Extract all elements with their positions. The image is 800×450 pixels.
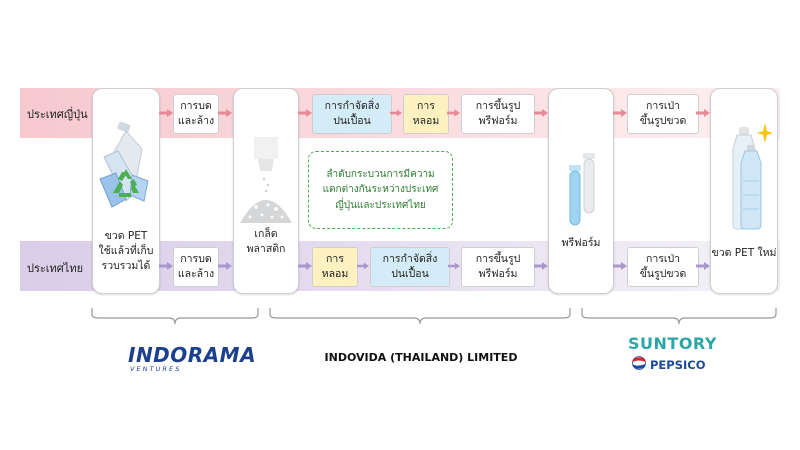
arrow-right-icon (448, 262, 460, 270)
arrow-right-icon (696, 109, 710, 117)
card-preform-label: พรีฟอร์ม (561, 237, 601, 249)
pepsico-logo: PEPSICO (650, 358, 706, 372)
card-preform: พรีฟอร์ม (548, 88, 614, 294)
arrow-right-icon (613, 109, 627, 117)
arrow-right-icon (447, 109, 460, 117)
arrow-right-icon (218, 262, 232, 270)
arrow-right-icon (159, 262, 173, 270)
card-plastic-flakes: เกล็ด พลาสติก (233, 88, 299, 294)
preform-icon (569, 153, 595, 226)
arrow-right-icon (357, 262, 369, 270)
flake-pile-icon (240, 137, 292, 223)
japan-step-blow-molding: การเป่า ขึ้นรูปขวด (627, 94, 699, 134)
japan-step-preform-molding: การขึ้นรูป พรีฟอร์ม (461, 94, 535, 134)
card-used-pet-bottles: ขวด PET ใช้แล้วที่เก็บ รวบรวมได้ (92, 88, 160, 294)
arrow-right-icon (218, 109, 232, 117)
card-new-pet-bottle: ขวด PET ใหม่ (710, 88, 778, 294)
indovida-label: INDOVIDA (THAILAND) LIMITED (324, 351, 518, 364)
japan-step-crush-wash: การบด และล้าง (173, 94, 219, 134)
indorama-logo: INDORAMA (128, 343, 257, 367)
recycle-icon (113, 169, 139, 197)
arrow-right-icon (298, 109, 312, 117)
thailand-step-crush-wash: การบด และล้าง (173, 247, 219, 287)
thailand-step-melt: การ หลอม (312, 247, 358, 287)
japan-step-decontamination: การกำจัดสิ่ง ปนเปื้อน (312, 94, 392, 134)
new-bottle-icon (732, 127, 762, 230)
japan-step-melt: การ หลอม (403, 94, 449, 134)
row-label-japan: ประเทศญี่ปุ่น (27, 108, 88, 121)
difference-note: ลำดับกระบวนการมีความ แตกต่างกันระหว่างปร… (308, 151, 453, 229)
brace-suntory-pepsico (581, 308, 777, 325)
card-plastic-flakes-label: เกล็ด พลาสติก (246, 228, 286, 256)
arrow-right-icon (298, 262, 312, 270)
thailand-step-decontamination: การกำจัดสิ่ง ปนเปื้อน (370, 247, 450, 287)
brace-indovida (269, 308, 571, 325)
indorama-logo-subtitle: V E N T U R E S (130, 365, 180, 373)
arrow-right-icon (159, 109, 173, 117)
thailand-step-preform-molding: การขึ้นรูป พรีฟอร์ม (461, 247, 535, 287)
arrow-right-icon (696, 262, 710, 270)
pepsi-globe-icon (632, 356, 646, 370)
brace-indorama (91, 308, 259, 325)
card-new-pet-bottle-label: ขวด PET ใหม่ (711, 247, 777, 259)
arrow-right-icon (613, 262, 627, 270)
suntory-logo: SUNTORY (628, 334, 717, 353)
card-used-pet-bottles-label: ขวด PET ใช้แล้วที่เก็บ รวบรวมได้ (98, 230, 154, 273)
bottle-icon (99, 121, 149, 208)
sparkle-icon (757, 123, 773, 143)
thailand-step-blow-molding: การเป่า ขึ้นรูปขวด (627, 247, 699, 287)
arrow-right-icon (534, 109, 548, 117)
arrow-right-icon (534, 262, 548, 270)
arrow-right-icon (390, 109, 402, 117)
row-label-thailand: ประเทศไทย (27, 262, 84, 275)
